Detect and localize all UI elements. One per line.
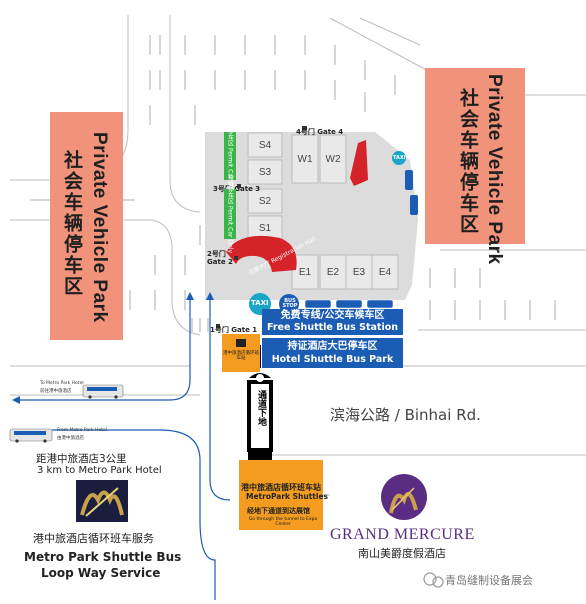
- metro-shuttle-cn2: 经地下通道到达展馆: [247, 507, 310, 515]
- hall-w2: W2: [325, 153, 341, 165]
- bus-stop-label: BUS STOP: [282, 298, 298, 309]
- metro-shuttle-en2: Go through the tunnel to Expo Center: [248, 517, 318, 527]
- free-shuttle-en: Free Shuttle Bus Station: [266, 322, 399, 333]
- taxi-north-circle: [392, 151, 406, 165]
- gate-4-label: 4号门 Gate 4: [296, 128, 344, 136]
- metro-service-cn: 港中旅酒店循环班车服务: [33, 532, 154, 545]
- hall-s4: S4: [258, 139, 272, 151]
- tunnel: [247, 373, 273, 460]
- metro-sign-gate1-text: 港中旅酒店循环班车站: [223, 351, 259, 361]
- metro-shuttle-cn: 港中旅酒店循环班车站: [241, 483, 321, 492]
- from-metro-cn: 由港中旅酒店: [57, 436, 84, 441]
- route-arrows: [20, 300, 231, 600]
- from-metro-en: From Metro Park Hotel: [57, 428, 108, 433]
- hall-blocks: [247, 132, 399, 290]
- private-park-right: Private Vehicle Park 社会车辆停车区: [425, 68, 525, 265]
- private-park-right-en: Private Vehicle Park: [484, 74, 505, 265]
- metro-shuttle-en: MetroPark Shuttles: [246, 492, 329, 501]
- to-metro-en: To Metro Park Hotel: [40, 381, 84, 386]
- grand-mercure-cn: 南山美爵度假酒店: [358, 547, 446, 560]
- permit-car-strip-lower: 持证停车区 Permit Car Only: [224, 174, 236, 254]
- private-park-left: Private Vehicle Park 社会车辆停车区: [50, 112, 123, 340]
- bus-picture-2: [9, 428, 53, 443]
- distance-en: 3 km to Metro Park Hotel: [37, 465, 162, 476]
- bus-north-chain: [405, 170, 418, 215]
- gate-1-label: 1号门 Gate 1: [210, 326, 258, 334]
- free-shuttle-station: 免费专线/公交车候车区 Free Shuttle Bus Station: [262, 309, 403, 335]
- hall-e1: E1: [298, 266, 312, 278]
- registration-hall-shape: [226, 235, 297, 272]
- taxi-south-label: TAXI: [251, 299, 269, 307]
- hall-s1: S1: [258, 222, 272, 234]
- hotel-bus-park-en: Hotel Shuttle Bus Park: [271, 354, 394, 365]
- route-arrowheads: [12, 292, 214, 404]
- private-park-left-cn: 社会车辆停车区: [61, 150, 83, 297]
- gate-markers: [216, 126, 307, 328]
- gate-3-label: 3号门 Gate 3: [213, 185, 261, 193]
- hall-e2: E2: [326, 266, 340, 278]
- watermark-text: 青岛缝制设备展会: [445, 574, 533, 587]
- binhai-road-label: 滨海公路 / Binhai Rd.: [330, 406, 481, 424]
- distance-cn: 距港中旅酒店3公里: [36, 453, 127, 465]
- to-metro-cn: 前往港中旅酒店: [40, 389, 72, 394]
- hall-s3: S3: [258, 166, 272, 178]
- metro-shuttle-box: [239, 460, 323, 530]
- hall-s2: S2: [258, 195, 272, 207]
- taxi-north-label: TAXI: [393, 155, 406, 161]
- grand-mercure-en: GRAND MERCURE: [330, 526, 475, 543]
- hall-e3: E3: [352, 266, 366, 278]
- watermark-icon: [423, 572, 444, 588]
- free-shuttle-cn: 免费专线/公交车候车区: [280, 310, 385, 321]
- grand-mercure-logo: [381, 474, 427, 520]
- hotel-bus-park: 持证酒店大巴停车区 Hotel Shuttle Bus Park: [262, 338, 403, 368]
- metro-park-logo: [76, 480, 128, 522]
- hotel-bus-park-cn: 持证酒店大巴停车区: [287, 341, 378, 352]
- tunnel-label: 通道下地: [256, 390, 266, 426]
- gate-2-label: 2号门 Gate 2: [207, 250, 233, 266]
- hall-e4: E4: [378, 266, 392, 278]
- hall-w1: W1: [297, 153, 313, 165]
- private-park-left-en: Private Vehicle Park: [89, 132, 110, 323]
- metro-service-en1: Metro Park Shuttle Bus: [24, 550, 182, 564]
- metro-service-en2: Loop Way Service: [41, 566, 161, 580]
- private-park-right-cn: 社会车辆停车区: [457, 88, 479, 235]
- permit-car-strip-upper: 持证停车区 Permit Car Only: [224, 116, 236, 196]
- metro-sign-logo: [236, 339, 246, 347]
- bus-picture-1: [82, 384, 124, 399]
- north-registration-shape: [350, 140, 368, 186]
- bus-icons-row: [304, 299, 394, 309]
